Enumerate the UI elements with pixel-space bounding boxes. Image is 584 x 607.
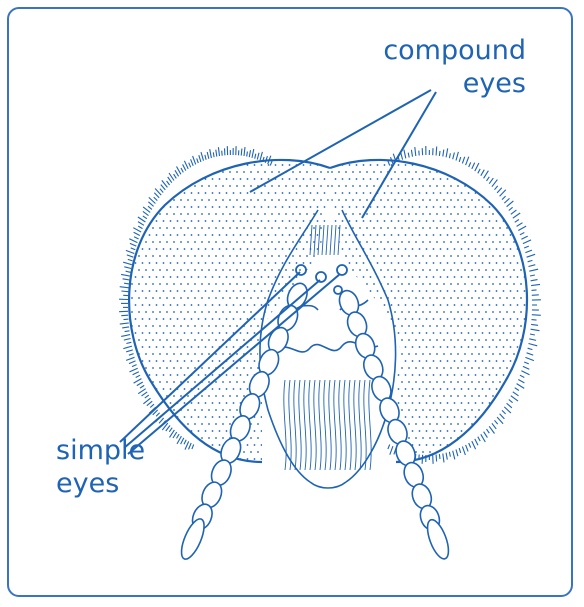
compound-eyes-label-line2: eyes [383,67,526,100]
simple-eyes-label: simple eyes [56,434,145,500]
antenna-socket-right [334,286,342,294]
ocellus-right [337,265,347,275]
compound-eyes-label-line1: compound [383,34,526,67]
leader-compound-right [362,92,436,218]
left-antenna [177,280,311,562]
simple-eyes-label-line2: eyes [56,467,145,500]
leader-simple-2 [124,280,320,448]
simple-eyes-label-line1: simple [56,434,145,467]
compound-eyes-label: compound eyes [383,34,526,100]
leader-compound-left [250,90,431,192]
ocellus-middle [316,272,326,282]
